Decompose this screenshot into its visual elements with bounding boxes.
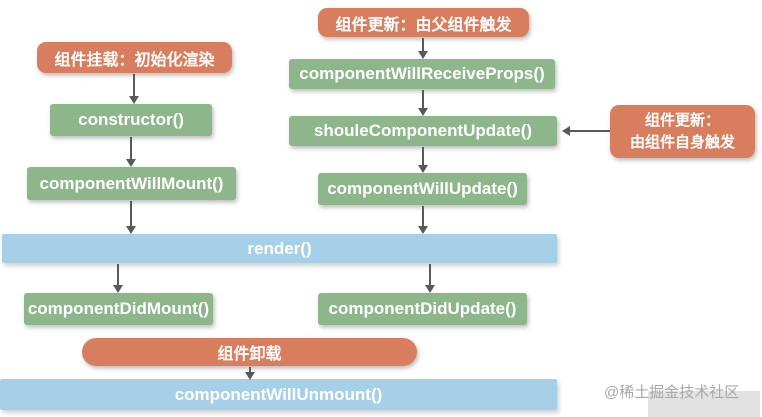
arrow-constructor-to-willmount <box>126 137 136 167</box>
node-constructor: constructor() <box>50 104 212 136</box>
arrow-render-to-didupdate <box>425 264 435 293</box>
watermark-text: @稀土掘金技术社区 <box>604 384 740 401</box>
arrow-updatelabel-to-receiveprops <box>418 38 428 59</box>
arrow-willmount-to-render <box>126 201 136 234</box>
watermark-logo-block <box>648 391 760 417</box>
node-component-did-mount: componentDidMount() <box>24 293 213 325</box>
node-shoule-component-update: shouleComponentUpdate() <box>289 116 557 146</box>
node-render: render() <box>2 234 557 263</box>
arrow-mount-to-constructor <box>129 74 139 104</box>
update-self-line1: 组件更新： <box>644 111 720 129</box>
node-mount-label: 组件挂载：初始化渲染 <box>37 42 232 73</box>
node-component-will-receive-props: componentWillReceiveProps() <box>289 59 555 89</box>
node-update-parent-label: 组件更新：由父组件触发 <box>318 8 529 37</box>
arrow-selflabel-to-shouldupdate <box>562 126 610 136</box>
update-self-line2: 由组件自身触发 <box>629 133 735 151</box>
node-component-did-update: componentDidUpdate() <box>318 293 527 325</box>
node-unmount-label: 组件卸载 <box>82 338 417 366</box>
node-update-self-label: 组件更新： 由组件自身触发 <box>610 105 755 158</box>
arrow-unmountlabel-to-willunmount <box>245 367 255 380</box>
arrow-render-to-didmount <box>113 264 123 293</box>
arrow-shouldupdate-to-willupdate <box>418 147 428 173</box>
node-component-will-mount: componentWillMount() <box>27 167 236 200</box>
node-component-will-unmount: componentWillUnmount() <box>0 379 557 410</box>
node-component-will-update: componentWillUpdate() <box>318 173 527 205</box>
arrow-receiveprops-to-shouldupdate <box>418 90 428 116</box>
arrow-willupdate-to-render <box>418 206 428 234</box>
